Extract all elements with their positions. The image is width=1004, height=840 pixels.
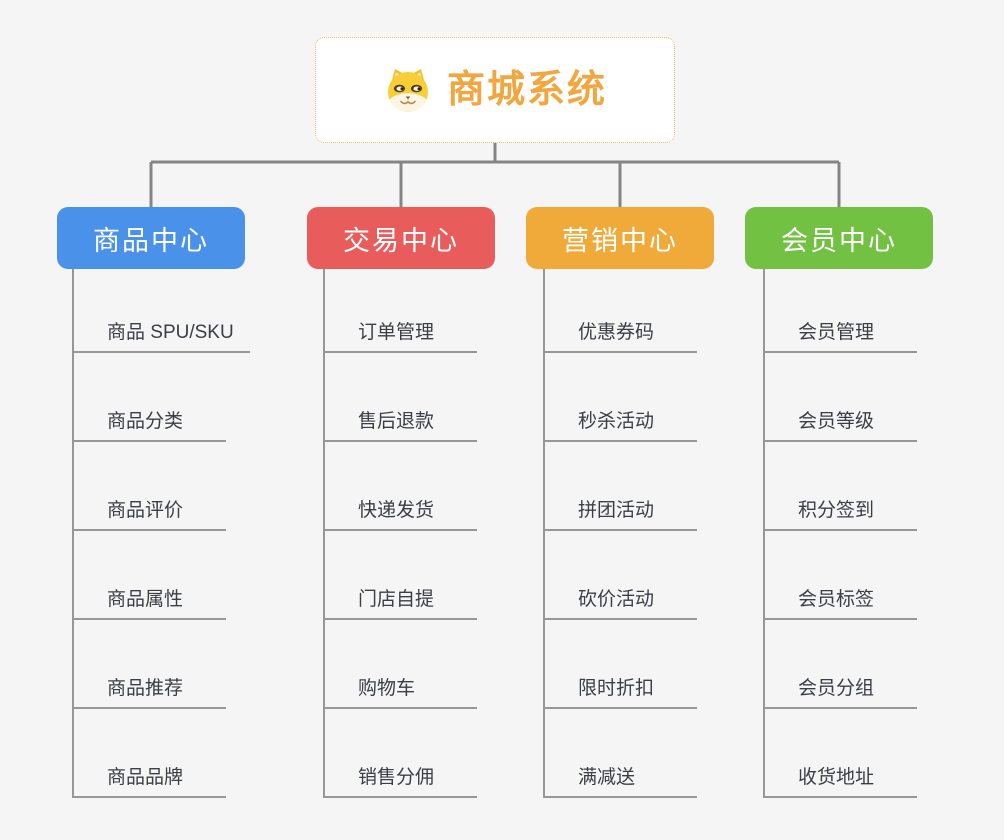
topic-item[interactable]: 售后退款 (325, 353, 477, 442)
branch-node-label: 会员中心 (781, 225, 897, 256)
branch-node-trade-center[interactable]: 交易中心 (307, 207, 495, 269)
topic-item[interactable]: 会员管理 (765, 269, 917, 353)
topic-item[interactable]: 优惠券码 (545, 269, 697, 353)
topic-item[interactable]: 会员标签 (765, 531, 917, 620)
topic-item[interactable]: 商品推荐 (74, 620, 226, 709)
topic-item[interactable]: 会员等级 (765, 353, 917, 442)
branch-node-product-center[interactable]: 商品中心 (57, 207, 245, 269)
root-node-mall-system[interactable]: 商城系统 (315, 37, 675, 143)
topic-item[interactable]: 商品品牌 (74, 709, 226, 798)
root-node-title: 商城系统 (446, 69, 607, 111)
topic-item[interactable]: 拼团活动 (545, 442, 697, 531)
branch-node-member-center[interactable]: 会员中心 (745, 207, 933, 269)
topic-item[interactable]: 订单管理 (325, 269, 477, 353)
branch-children-product-center: 商品 SPU/SKU 商品分类 商品评价 商品属性 商品推荐 商品品牌 (72, 269, 250, 798)
topic-item[interactable]: 销售分佣 (325, 709, 477, 798)
topic-item[interactable]: 商品分类 (74, 353, 226, 442)
topic-item[interactable]: 商品属性 (74, 531, 226, 620)
branch-children-member-center: 会员管理 会员等级 积分签到 会员标签 会员分组 收货地址 (763, 269, 917, 798)
topic-item[interactable]: 快递发货 (325, 442, 477, 531)
topic-item[interactable]: 会员分组 (765, 620, 917, 709)
branch-children-marketing-center: 优惠券码 秒杀活动 拼团活动 砍价活动 限时折扣 满减送 (543, 269, 697, 798)
branch-node-label: 商品中心 (93, 225, 209, 256)
topic-item[interactable]: 秒杀活动 (545, 353, 697, 442)
branch-children-trade-center: 订单管理 售后退款 快递发货 门店自提 购物车 销售分佣 (323, 269, 477, 798)
topic-item[interactable]: 砍价活动 (545, 531, 697, 620)
topic-item[interactable]: 满减送 (545, 709, 697, 798)
branch-node-marketing-center[interactable]: 营销中心 (526, 207, 714, 269)
topic-item[interactable]: 商品评价 (74, 442, 226, 531)
topic-item[interactable]: 门店自提 (325, 531, 477, 620)
topic-item[interactable]: 购物车 (325, 620, 477, 709)
topic-item[interactable]: 积分签到 (765, 442, 917, 531)
topic-item[interactable]: 商品 SPU/SKU (74, 269, 250, 353)
topic-item[interactable]: 限时折扣 (545, 620, 697, 709)
topic-item[interactable]: 收货地址 (765, 709, 917, 798)
dog-logo-icon (387, 69, 428, 112)
branch-node-label: 营销中心 (562, 225, 678, 256)
branch-node-label: 交易中心 (343, 225, 459, 256)
